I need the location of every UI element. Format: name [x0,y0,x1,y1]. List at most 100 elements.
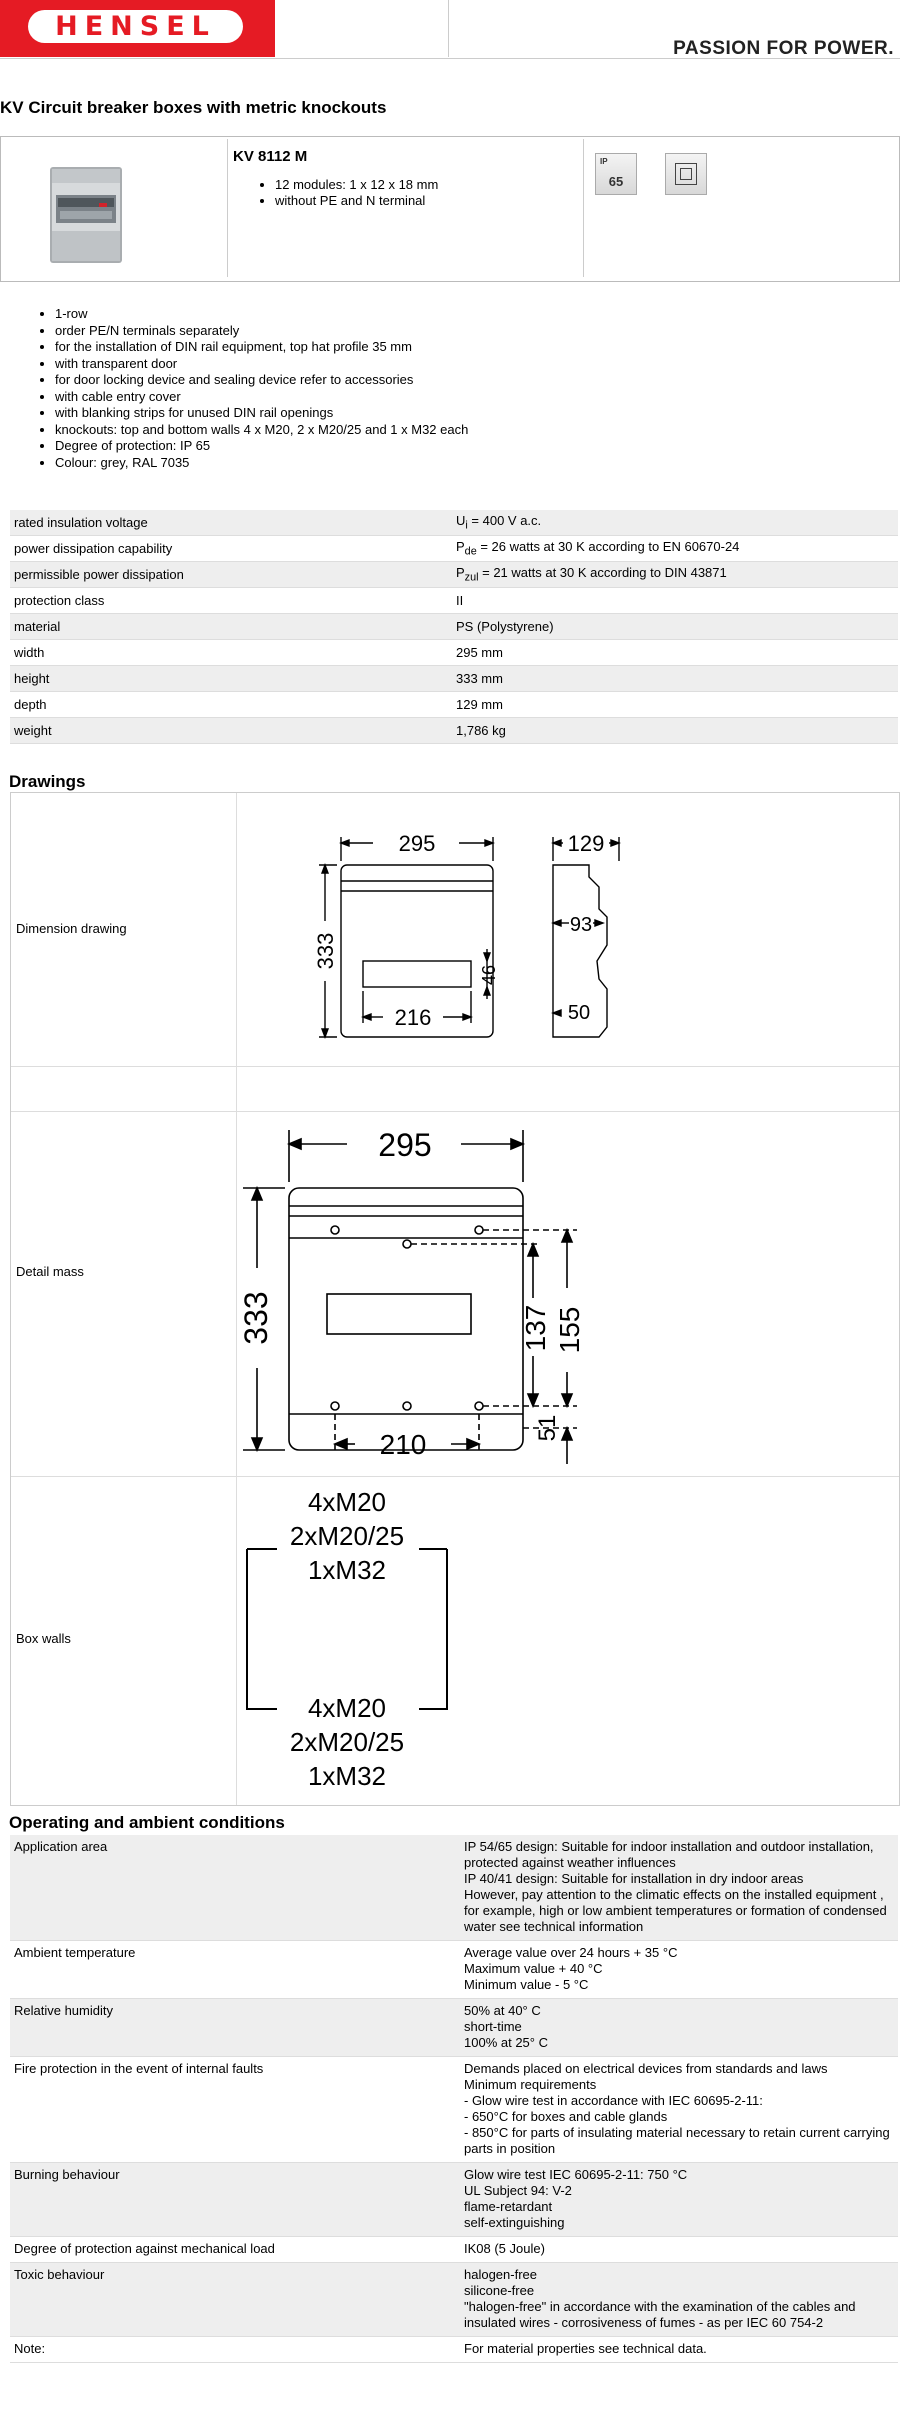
operating-value: For material properties see technical da… [460,2336,898,2363]
drawings-column-divider [236,793,237,1805]
bottom-wall-knockout-3: 1xM32 [308,1761,386,1791]
operating-line: Demands placed on electrical devices fro… [464,2061,828,2076]
operating-row: Relative humidity 50% at 40° C short-tim… [10,1998,898,2057]
feature-item: for the installation of DIN rail equipme… [55,339,468,356]
spec-subscript: de [464,545,477,558]
spec-label: permissible power dissipation [10,561,452,588]
top-wall-knockout-2: 2xM20/25 [290,1521,404,1551]
operating-label: Application area [10,1835,460,1941]
operating-line: However, pay attention to the climatic e… [464,1887,887,1934]
spec-symbol: P [456,565,465,581]
logo-plate: HENSEL [28,10,243,43]
product-icons-cell: IP 65 [587,139,895,277]
operating-line: 100% at 25° C [464,2035,548,2050]
operating-value: 50% at 40° C short-time 100% at 25° C [460,1998,898,2057]
operating-line: halogen-free [464,2267,537,2282]
detail-dim-a-label: 137 [520,1305,551,1352]
spec-value: 1,786 kg [452,717,898,744]
slogan: PASSION FOR POWER. [673,38,894,59]
drawings-row-divider [11,1476,899,1477]
operating-row: Note: For material properties see techni… [10,2336,898,2363]
dim-depth-label: 129 [568,831,605,856]
operating-line: Maximum value + 40 °C [464,1961,603,1976]
feature-list: 1-row order PE/N terminals separately fo… [0,306,468,471]
spec-value-text: = 400 V a.c. [467,513,542,529]
operating-label: Toxic behaviour [10,2262,460,2337]
header-rule [0,58,900,59]
spec-label: depth [10,691,452,718]
operating-line: - 650°C for boxes and cable glands [464,2109,668,2124]
operating-line: "halogen-free" in accordance with the ex… [464,2299,856,2330]
spec-value-text: = 26 watts at 30 K according to EN 60670… [476,539,740,555]
spec-label: rated insulation voltage [10,510,452,536]
operating-row: Toxic behaviour halogen-free silicone-fr… [10,2262,898,2337]
operating-value: IK08 (5 Joule) [460,2236,898,2263]
product-image [50,167,122,263]
product-bullet: without PE and N terminal [275,193,438,209]
spec-label: protection class [10,587,452,614]
hensel-logo[interactable]: HENSEL [0,0,275,57]
operating-line: Minimum requirements [464,2077,597,2092]
product-info-cell: KV 8112 M 12 modules: 1 x 12 x 18 mm wit… [231,139,584,277]
dimension-drawing-label: Dimension drawing [16,921,127,936]
ip-label: IP [600,157,608,166]
spec-value: 295 mm [452,639,898,666]
spec-label: power dissipation capability [10,535,452,562]
spec-label: weight [10,717,452,744]
operating-line: 50% at 40° C [464,2003,541,2018]
operating-label: Relative humidity [10,1998,460,2057]
feature-item: with blanking strips for unused DIN rail… [55,405,468,422]
top-wall-knockout-1: 4xM20 [308,1487,386,1517]
logo-text: HENSEL [55,11,216,42]
protection-class-2-icon [665,153,707,195]
spec-value-text: = 21 watts at 30 K according to DIN 4387… [478,565,727,581]
operating-line: IP 54/65 design: Suitable for indoor ins… [464,1839,874,1870]
product-summary: KV 8112 M 12 modules: 1 x 12 x 18 mm wit… [0,136,900,282]
detail-width-label: 295 [378,1127,431,1163]
operating-value: Average value over 24 hours + 35 °C Maxi… [460,1940,898,1999]
operating-row: Fire protection in the event of internal… [10,2056,898,2163]
outer-square [675,163,697,185]
spec-subscript: zul [464,571,479,584]
feature-item: with transparent door [55,356,468,373]
operating-line: UL Subject 94: V-2 [464,2183,572,2198]
page-title: KV Circuit breaker boxes with metric kno… [0,98,387,117]
spec-value: 129 mm [452,691,898,718]
operating-row: Burning behaviour Glow wire test IEC 606… [10,2162,898,2237]
drawings-row-divider [11,1066,899,1067]
operating-line: short-time [464,2019,522,2034]
operating-row: Ambient temperature Average value over 2… [10,1940,898,1999]
operating-row: Degree of protection against mechanical … [10,2236,898,2263]
box-walls-drawing: 4xM20 2xM20/25 1xM32 4xM20 2xM20/25 1xM3… [246,1487,448,1791]
operating-line: flame-retardant [464,2199,553,2214]
box-walls-label: Box walls [16,1631,71,1646]
header-divider [448,0,449,57]
dim-inner-width-label: 216 [395,1005,432,1030]
operating-line: self-extinguishing [464,2215,565,2230]
spec-value: II [452,587,898,614]
product-bullet: 12 modules: 1 x 12 x 18 mm [275,177,438,193]
operating-label: Degree of protection against mechanical … [10,2236,460,2263]
operating-value: Glow wire test IEC 60695-2-11: 750 °C UL… [460,2162,898,2237]
ip65-icon: IP 65 [595,153,637,195]
operating-line: Glow wire test IEC 60695-2-11: 750 °C [464,2167,688,2182]
product-image-cell [3,139,228,277]
spec-value: Pzul = 21 watts at 30 K according to DIN… [452,561,898,588]
operating-line: For material properties see technical da… [464,2341,707,2356]
dimension-drawing: 295 333 216 46 129 93 50 [313,831,621,1039]
bottom-wall-knockout-1: 4xM20 [308,1693,386,1723]
detail-height-label: 333 [238,1291,274,1344]
spec-label: height [10,665,452,692]
spec-value: 333 mm [452,665,898,692]
operating-table: Application area IP 54/65 design: Suitab… [10,1835,898,2363]
drawings-table: Dimension drawing Detail mass Box walls … [10,792,900,1806]
spec-symbol: U [456,513,466,529]
inner-square [680,168,692,180]
